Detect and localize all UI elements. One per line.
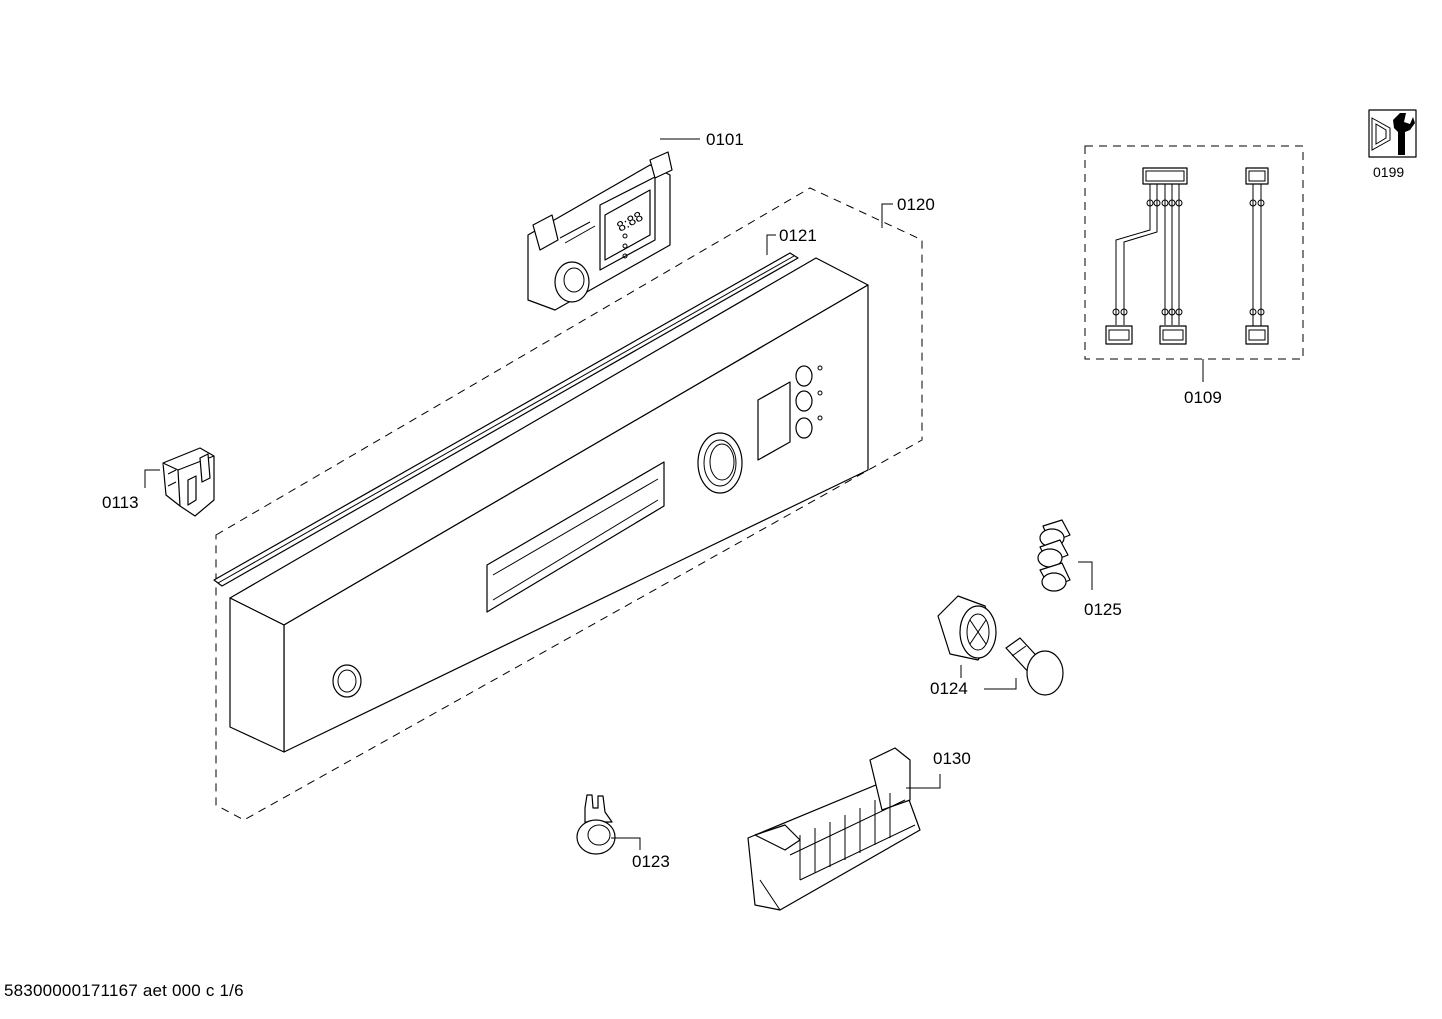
trim-strip-0121 <box>213 252 799 587</box>
buttons-part-0125 <box>1037 519 1071 592</box>
label-0101: 0101 <box>706 130 744 149</box>
service-wrench-icon <box>1368 109 1417 158</box>
knob-part-0124 <box>937 595 1064 696</box>
drawing-code-footer: 58300000171167 aet 000 c 1/6 <box>4 981 244 1000</box>
panel-left-knob-hole <box>332 664 362 698</box>
label-0124: 0124 <box>930 679 968 698</box>
assembly-boundary-0120 <box>215 187 923 821</box>
label-0113: 0113 <box>102 493 139 512</box>
label-0109: 0109 <box>1184 388 1222 407</box>
label-0125: 0125 <box>1084 600 1122 619</box>
small-knob-part-0123 <box>576 794 616 855</box>
control-panel-0120 <box>229 257 869 753</box>
electronic-module-0101: 8:88 <box>527 151 673 311</box>
label-0120: 0120 <box>897 195 935 214</box>
panel-program-knob <box>697 432 743 494</box>
wiring-harness-0109 <box>1084 145 1304 360</box>
label-0121: 0121 <box>779 226 817 245</box>
clip-part-0113 <box>162 447 215 517</box>
label-0199: 0199 <box>1373 164 1404 180</box>
label-0130: 0130 <box>933 749 971 768</box>
connector-block-0130 <box>747 747 921 911</box>
panel-display-window <box>757 381 791 461</box>
label-0123: 0123 <box>632 852 670 871</box>
